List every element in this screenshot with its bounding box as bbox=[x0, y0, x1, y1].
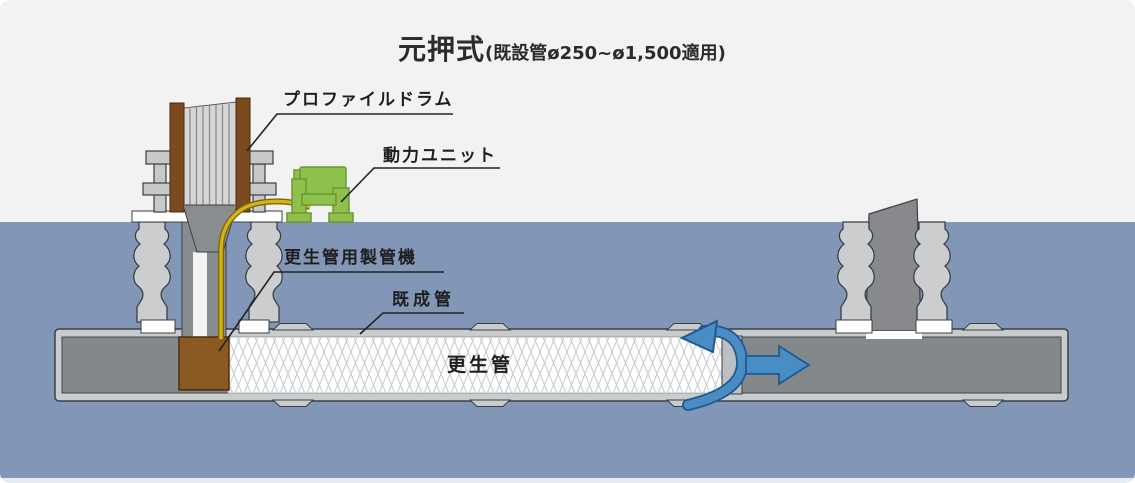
left-manhole-shaft-interior bbox=[193, 252, 207, 338]
label-pipe-making-machine: 更生管用製管機 bbox=[284, 248, 417, 268]
drum-jack-support-left bbox=[142, 150, 178, 213]
leader-pipe-making-machine bbox=[218, 271, 444, 352]
leader-power-unit bbox=[340, 167, 500, 203]
drum-post-left bbox=[169, 102, 185, 213]
right-manhole bbox=[835, 198, 953, 339]
right-manhole-base-plate-right bbox=[915, 319, 953, 334]
leader-lines bbox=[218, 113, 500, 352]
power-unit bbox=[286, 166, 354, 223]
right-manhole-pipe-opening bbox=[866, 331, 922, 339]
bottom-edge-strip bbox=[0, 478, 1135, 483]
leader-existing-pipe bbox=[359, 312, 464, 335]
diagram-title: 元押式(既設管ø250~ø1,500適用) bbox=[398, 28, 726, 68]
title-method-name: 元押式 bbox=[398, 33, 486, 66]
title-pipe-range: (既設管ø250~ø1,500適用) bbox=[485, 43, 726, 64]
left-manhole-baluster-left bbox=[133, 221, 171, 323]
leader-profile-drum bbox=[246, 113, 453, 152]
label-existing-pipe: 既成管 bbox=[392, 290, 455, 310]
right-manhole-baluster-right bbox=[913, 221, 951, 323]
right-manhole-chimney bbox=[865, 198, 922, 332]
liner-pipe bbox=[227, 335, 743, 395]
profile-drum-assembly bbox=[131, 97, 283, 253]
label-power-unit: 動力ユニット bbox=[383, 146, 497, 166]
label-rehab-pipe: 更生管 bbox=[447, 354, 514, 376]
left-manhole-base-plate-left bbox=[140, 319, 176, 334]
rotation-arrow-icon bbox=[679, 319, 749, 411]
right-manhole-baluster-left bbox=[837, 221, 875, 323]
winding-machine bbox=[178, 336, 230, 391]
right-manhole-base-plate-left bbox=[835, 319, 873, 334]
profile-strip-windings bbox=[189, 104, 230, 207]
drum-post-right bbox=[235, 97, 251, 213]
flow-direction-arrow-icon bbox=[745, 344, 811, 386]
label-profile-drum: プロファイルドラム bbox=[283, 90, 454, 110]
power-cable bbox=[218, 198, 312, 339]
left-manhole-base-plate-right bbox=[238, 319, 270, 334]
